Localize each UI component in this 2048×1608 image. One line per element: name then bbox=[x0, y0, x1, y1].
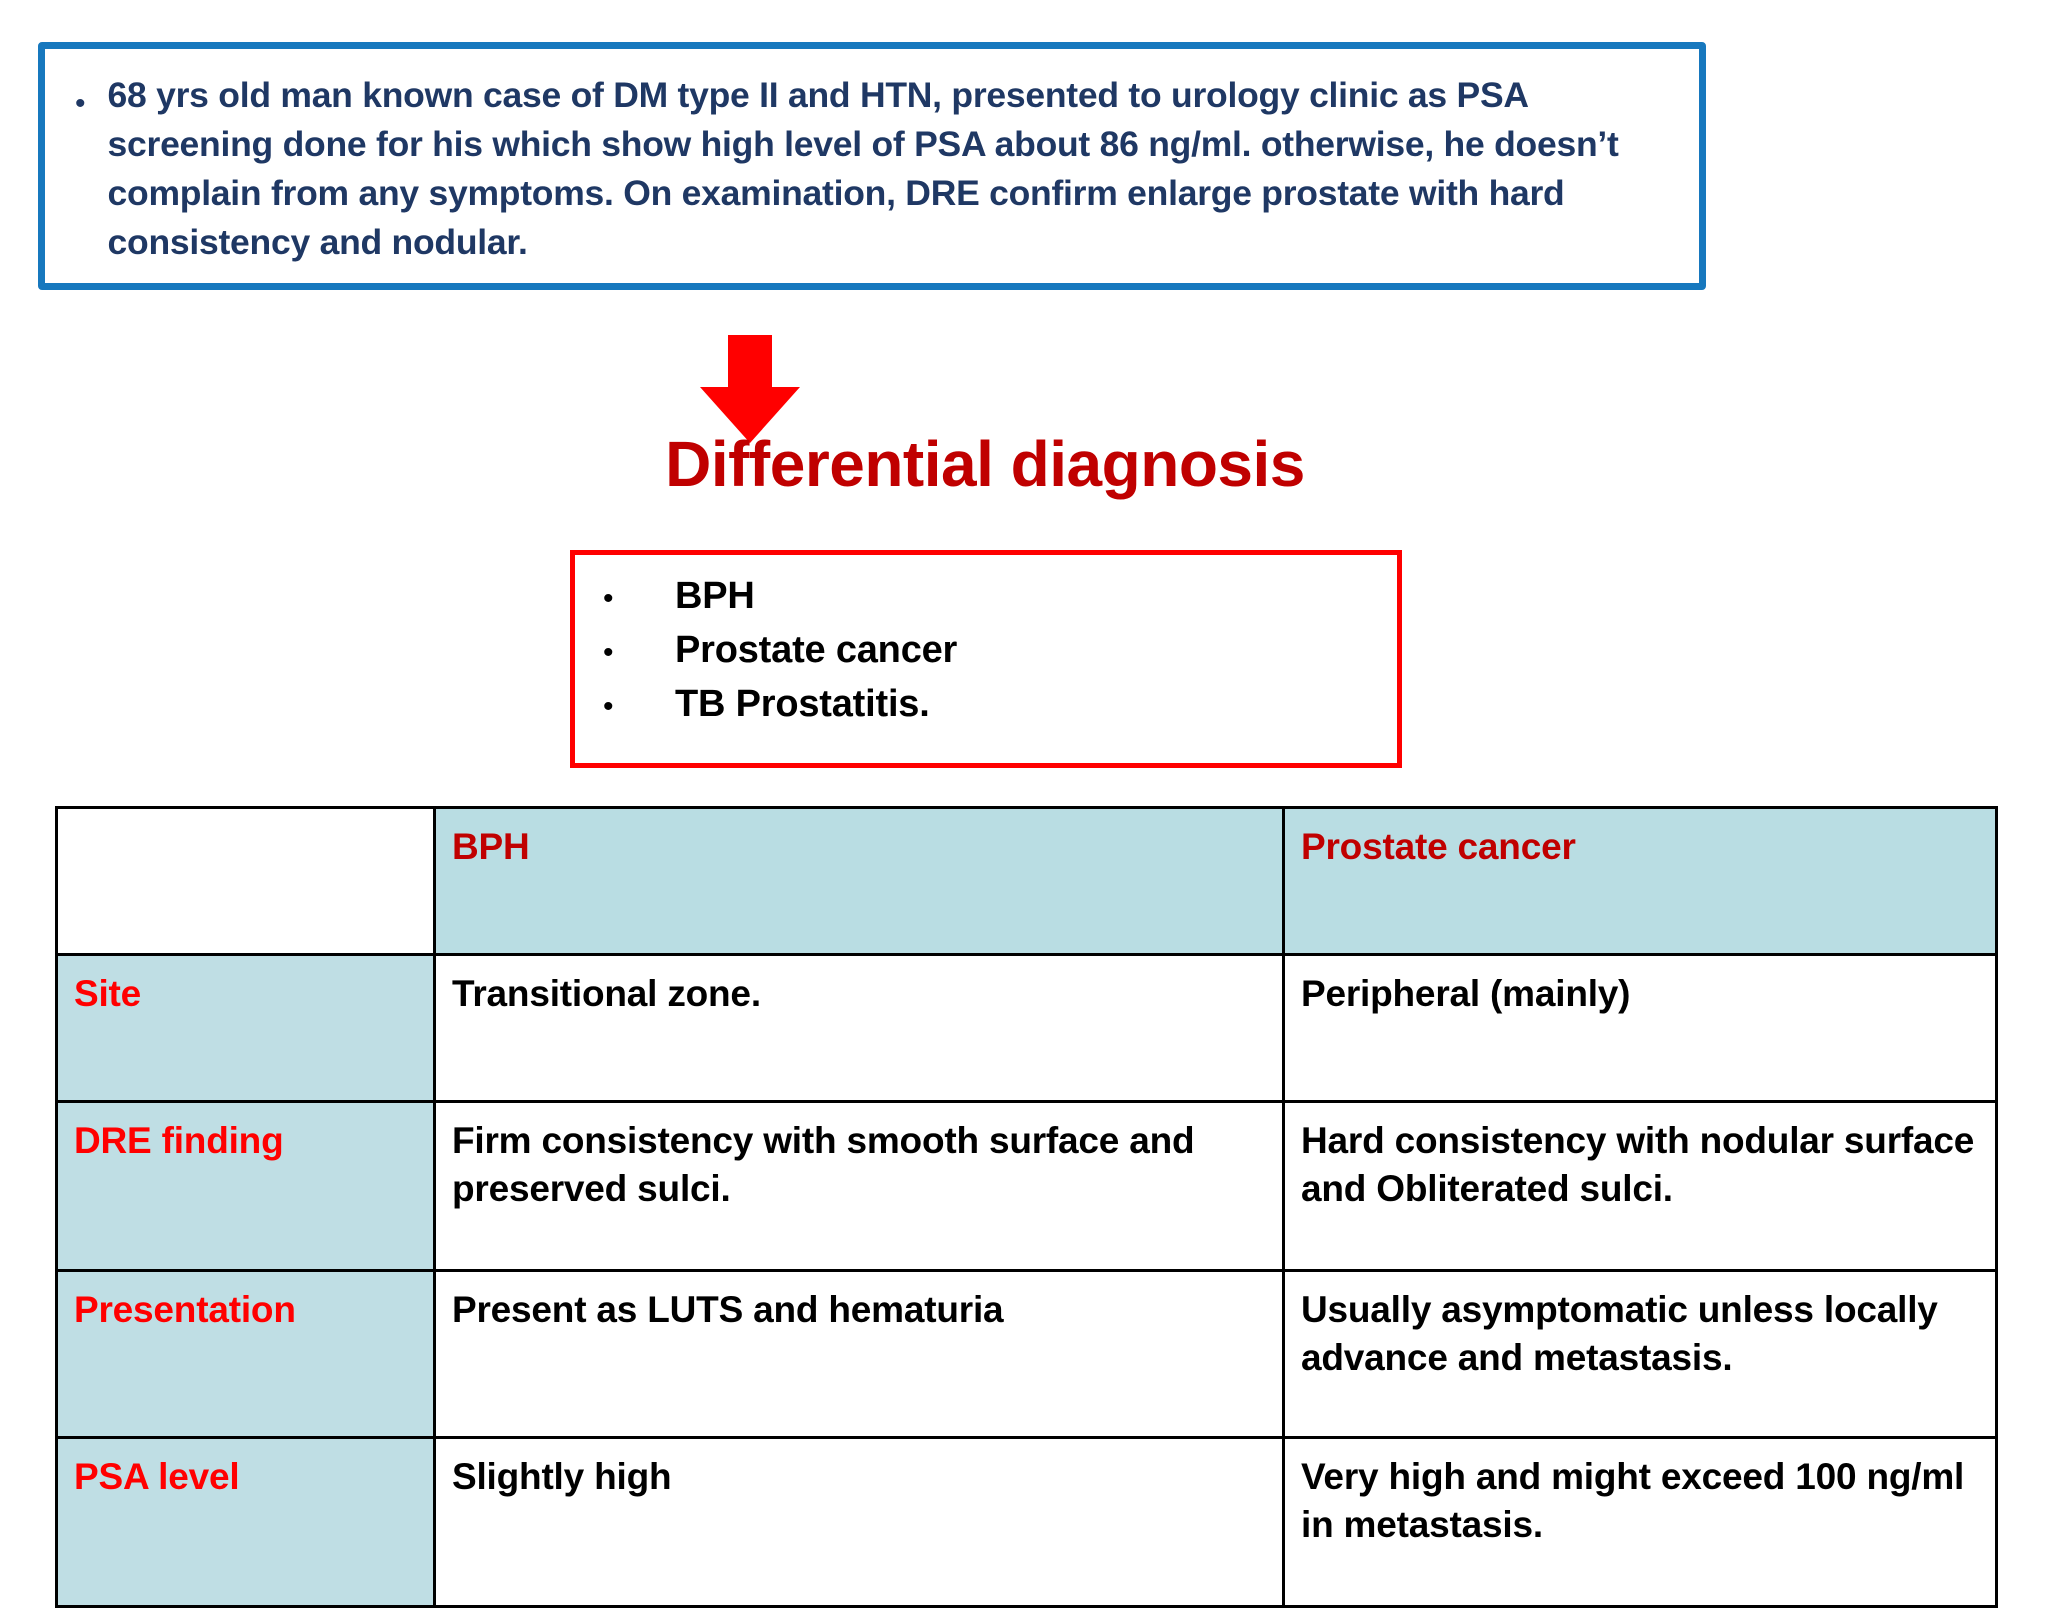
table-header-row: BPH Prostate cancer bbox=[55, 806, 1998, 956]
case-stem-list: • 68 yrs old man known case of DM type I… bbox=[45, 49, 1699, 268]
bullet-icon: • bbox=[603, 636, 614, 669]
row-label-site: Site bbox=[55, 953, 436, 1103]
cell-site-pca: Peripheral (mainly) bbox=[1282, 953, 1998, 1103]
table-row: Presentation Present as LUTS and hematur… bbox=[55, 1269, 1998, 1439]
table-row: Site Transitional zone. Peripheral (main… bbox=[55, 953, 1998, 1103]
bullet-icon: • bbox=[603, 690, 614, 723]
list-item: • TB Prostatitis. bbox=[575, 685, 1397, 723]
table-body: Site Transitional zone. Peripheral (main… bbox=[55, 953, 1998, 1608]
comparison-table: BPH Prostate cancer Site Transitional zo… bbox=[55, 806, 1998, 1608]
cell-dre-bph: Firm consistency with smooth surface and… bbox=[433, 1100, 1285, 1272]
table-row: PSA level Slightly high Very high and mi… bbox=[55, 1436, 1998, 1608]
case-stem-box: • 68 yrs old man known case of DM type I… bbox=[38, 42, 1706, 290]
differential-diagnosis-list: • BPH • Prostate cancer • TB Prostatitis… bbox=[575, 555, 1397, 723]
differential-item-label: BPH bbox=[675, 575, 755, 617]
list-item: • BPH bbox=[575, 577, 1397, 615]
list-item: • 68 yrs old man known case of DM type I… bbox=[75, 71, 1673, 268]
column-header-bph: BPH bbox=[433, 806, 1285, 956]
row-label-presentation: Presentation bbox=[55, 1269, 436, 1439]
table-header: BPH Prostate cancer bbox=[55, 806, 1998, 956]
cell-presentation-pca: Usually asymptomatic unless locally adva… bbox=[1282, 1269, 1998, 1439]
cell-psa-pca: Very high and might exceed 100 ng/ml in … bbox=[1282, 1436, 1998, 1608]
cell-psa-bph: Slightly high bbox=[433, 1436, 1285, 1608]
page-title: Differential diagnosis bbox=[665, 428, 1305, 500]
cell-dre-pca: Hard consistency with nodular surface an… bbox=[1282, 1100, 1998, 1272]
case-stem-text: 68 yrs old man known case of DM type II … bbox=[107, 75, 1619, 263]
down-arrow-icon bbox=[694, 335, 806, 445]
cell-presentation-bph: Present as LUTS and hematuria bbox=[433, 1269, 1285, 1439]
row-label-dre-finding: DRE finding bbox=[55, 1100, 436, 1272]
column-header-prostate-cancer: Prostate cancer bbox=[1282, 806, 1998, 956]
cell-site-bph: Transitional zone. bbox=[433, 953, 1285, 1103]
bullet-icon: • bbox=[75, 87, 86, 120]
table-row: DRE finding Firm consistency with smooth… bbox=[55, 1100, 1998, 1272]
differential-diagnosis-box: • BPH • Prostate cancer • TB Prostatitis… bbox=[570, 550, 1402, 768]
list-item: • Prostate cancer bbox=[575, 631, 1397, 669]
bullet-icon: • bbox=[603, 582, 614, 615]
column-header-blank bbox=[55, 806, 436, 956]
differential-item-label: Prostate cancer bbox=[675, 629, 958, 671]
row-label-psa-level: PSA level bbox=[55, 1436, 436, 1608]
differential-item-label: TB Prostatitis. bbox=[675, 683, 930, 725]
